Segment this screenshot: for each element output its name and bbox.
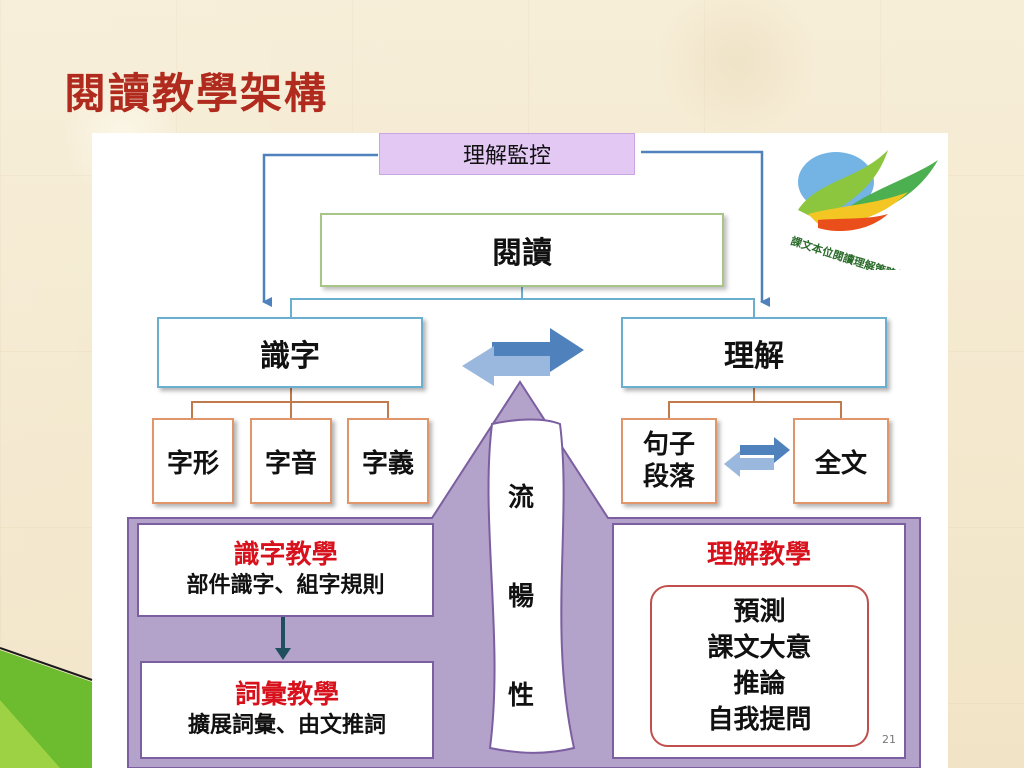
reading-branch [290, 287, 755, 317]
glyph-sound-box: 字音 [250, 418, 332, 504]
comp-branch [668, 388, 842, 418]
strategy-main-idea: 課文大意 [707, 633, 812, 663]
word-teaching-desc: 部件識字、組字規則 [186, 573, 385, 598]
svg-text:課文本位閱讀理解策略教學: 課文本位閱讀理解策略教學 [789, 234, 919, 270]
vocab-teaching-title: 詞彙教學 [234, 680, 339, 710]
small-arrow-left [724, 451, 774, 477]
paragraph-label: 段落 [642, 462, 695, 492]
word-teaching-box: 識字教學 部件識字、組字規則 [137, 523, 434, 617]
vocab-teaching-desc: 擴展詞彙、由文推詞 [187, 713, 386, 738]
strategy-predict: 預測 [733, 597, 786, 627]
sentence-paragraph-box: 句子 段落 [621, 418, 717, 504]
sentence-label: 句子 [642, 430, 695, 460]
program-logo: 課文本位閱讀理解策略教學 [789, 150, 938, 270]
monitor-right-line [641, 150, 770, 307]
monitor-box: 理解監控 [379, 133, 635, 175]
word-branch [191, 388, 389, 418]
small-arrow-right [740, 437, 790, 463]
glyph-form-box: 字形 [152, 418, 234, 504]
monitor-left-line [262, 153, 378, 307]
comprehension-box: 理解 [621, 317, 887, 388]
reading-box: 閱讀 [320, 213, 724, 287]
slide-number: 21 [882, 733, 896, 746]
glyph-meaning-box: 字義 [347, 418, 429, 504]
fluency-char-1: 流 [508, 483, 535, 513]
strategy-self-question: 自我提問 [707, 705, 812, 735]
comprehension-teaching-title: 理解教學 [706, 540, 811, 570]
arrow-right-dark [492, 328, 584, 372]
fluency-scroll [487, 418, 576, 754]
fluency-char-3: 性 [508, 681, 535, 711]
word-teaching-title: 識字教學 [233, 540, 338, 570]
arrow-left-light [462, 346, 550, 386]
strategy-list: 預測 課文大意 推論 自我提問 [650, 585, 869, 747]
strategy-inference: 推論 [733, 669, 786, 699]
slide-title: 閱讀教學架構 [64, 69, 329, 118]
logo-text: 課文本位閱讀理解策略教學 [789, 234, 919, 270]
fluency-char-2: 暢 [508, 582, 535, 612]
full-text-box: 全文 [793, 418, 889, 504]
vocab-teaching-box: 詞彙教學 擴展詞彙、由文推詞 [140, 661, 434, 759]
word-recognition-box: 識字 [157, 317, 423, 388]
